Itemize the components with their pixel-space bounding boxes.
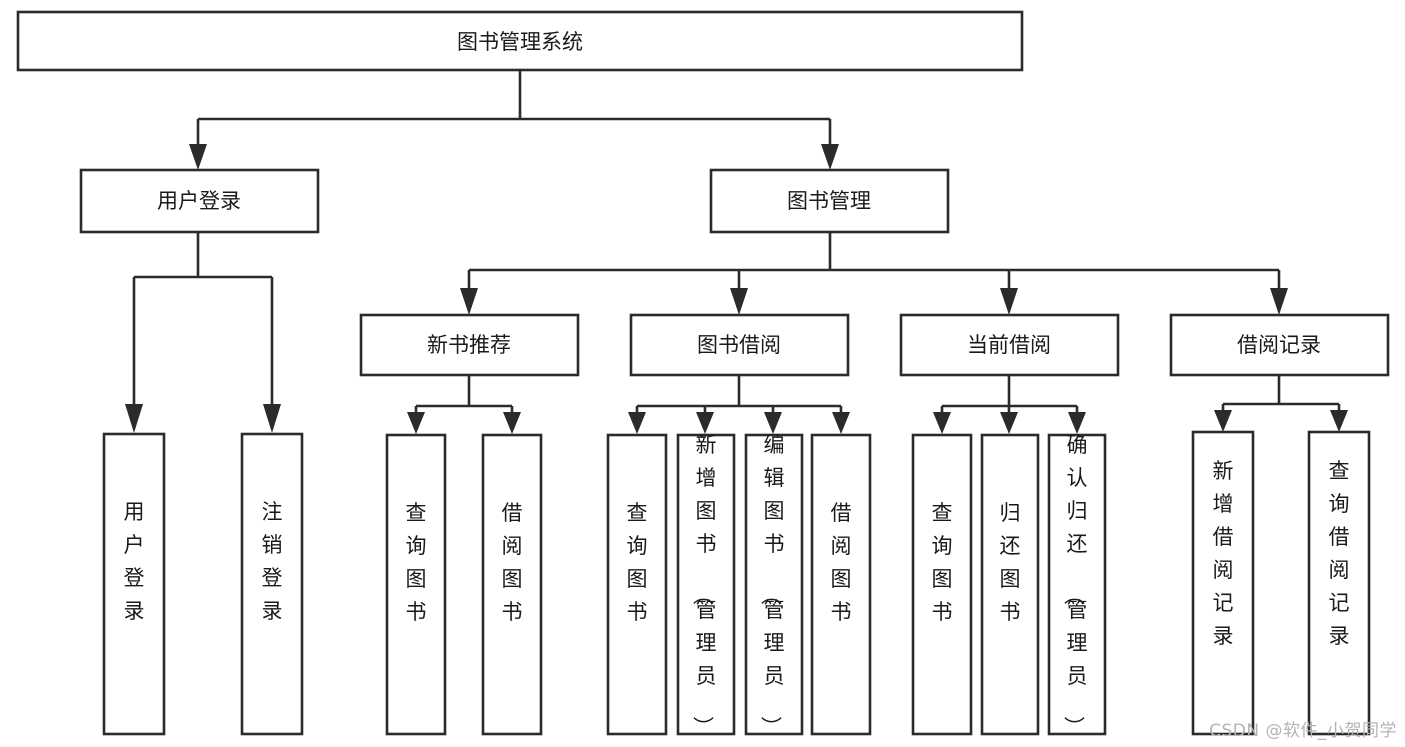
node-book-manage[interactable]: 图书管理	[709, 168, 950, 234]
connector-layer	[125, 70, 1348, 434]
arrow-head-leaf-borrow-book-2	[832, 412, 850, 434]
node-leaf-user-logout-label: 注销登录	[262, 500, 283, 623]
node-leaf-user-logout[interactable]: 注销登录	[240, 432, 304, 736]
node-user-login-rect[interactable]	[79, 168, 320, 234]
node-leaf-user-login-label: 用户登录	[124, 500, 145, 623]
node-leaf-query-record[interactable]: 查询借阅记录	[1307, 430, 1371, 736]
node-leaf-query-book-3-label: 查询图书	[932, 501, 953, 624]
node-leaf-query-book-2[interactable]: 查询图书	[606, 433, 668, 736]
node-root[interactable]: 图书管理系统	[16, 10, 1024, 72]
node-book-borrow[interactable]: 图书借阅	[629, 313, 850, 377]
arrow-head-leaf-query-book-1	[407, 412, 425, 434]
node-current-borrow-rect[interactable]	[899, 313, 1120, 377]
node-leaf-confirm-return[interactable]: 确认归还（管理员）	[1047, 433, 1107, 737]
node-leaf-user-login[interactable]: 用户登录	[102, 432, 166, 736]
node-leaf-query-book-3-rect[interactable]	[911, 433, 973, 736]
node-current-borrow-label: 当前借阅	[967, 333, 1051, 357]
node-leaf-query-book-1-rect[interactable]	[385, 433, 447, 736]
node-leaf-user-login-rect[interactable]	[102, 432, 166, 736]
node-user-login[interactable]: 用户登录	[79, 168, 320, 234]
node-leaf-user-logout-rect[interactable]	[240, 432, 304, 736]
node-leaf-borrow-book-2[interactable]: 借阅图书	[810, 433, 872, 736]
node-leaf-query-book-2-rect[interactable]	[606, 433, 668, 736]
node-leaf-edit-book[interactable]: 编辑图书（管理员）	[744, 433, 804, 737]
arrow-head-current-borrow	[1000, 288, 1018, 315]
node-leaf-query-book-3[interactable]: 查询图书	[911, 433, 973, 736]
node-leaf-add-book-rect[interactable]	[676, 433, 736, 736]
arrow-head-new-book-recommend	[460, 288, 478, 315]
arrow-head-book-borrow	[730, 288, 748, 315]
node-leaf-add-record[interactable]: 新增借阅记录	[1191, 430, 1255, 736]
node-leaf-return-book-label: 归还图书	[1000, 501, 1021, 624]
arrow-head-leaf-query-book-2	[628, 412, 646, 434]
node-book-manage-label: 图书管理	[787, 189, 871, 213]
node-root-rect[interactable]	[16, 10, 1024, 72]
arrow-head-leaf-user-login	[125, 404, 143, 433]
node-leaf-add-record-rect[interactable]	[1191, 430, 1255, 736]
node-leaf-confirm-return-rect[interactable]	[1047, 433, 1107, 736]
node-leaf-query-book-2-label: 查询图书	[627, 501, 648, 624]
arrow-head-leaf-add-book	[696, 412, 714, 434]
leaf-nodes-layer: 用户登录 注销登录 查询图书 借阅图书 查询图书 新	[102, 430, 1371, 737]
node-leaf-return-book-rect[interactable]	[980, 433, 1040, 736]
arrow-head-leaf-query-record	[1330, 410, 1348, 432]
arrow-head-user-login	[189, 144, 207, 170]
arrow-head-leaf-add-record	[1214, 410, 1232, 432]
node-leaf-borrow-book-1[interactable]: 借阅图书	[481, 433, 543, 736]
node-leaf-add-record-label: 新增借阅记录	[1213, 459, 1234, 648]
node-leaf-borrow-book-1-label: 借阅图书	[502, 501, 523, 624]
arrow-head-leaf-edit-book	[764, 412, 782, 434]
arrow-head-leaf-user-logout	[263, 404, 281, 433]
node-borrow-record-rect[interactable]	[1169, 313, 1390, 377]
node-leaf-confirm-return-label: 确认归还（管理员）	[1062, 433, 1088, 737]
node-book-borrow-label: 图书借阅	[697, 333, 781, 357]
node-leaf-edit-book-label: 编辑图书（管理员）	[759, 433, 785, 737]
node-book-borrow-rect[interactable]	[629, 313, 850, 377]
arrow-head-leaf-confirm-return	[1068, 412, 1086, 434]
node-leaf-borrow-book-2-label: 借阅图书	[831, 501, 852, 624]
node-new-book-recommend[interactable]: 新书推荐	[359, 313, 580, 377]
node-leaf-add-book[interactable]: 新增图书（管理员）	[676, 433, 736, 737]
arrow-head-leaf-query-book-3	[933, 412, 951, 434]
node-leaf-query-book-1[interactable]: 查询图书	[385, 433, 447, 736]
arrow-head-borrow-record	[1270, 288, 1288, 315]
node-leaf-add-book-label: 新增图书（管理员）	[691, 433, 717, 737]
arrow-head-book-manage	[821, 144, 839, 170]
node-book-manage-rect[interactable]	[709, 168, 950, 234]
node-leaf-query-book-1-label: 查询图书	[406, 501, 427, 624]
node-user-login-label: 用户登录	[157, 189, 241, 213]
node-current-borrow[interactable]: 当前借阅	[899, 313, 1120, 377]
node-new-book-recommend-label: 新书推荐	[427, 333, 511, 357]
node-leaf-query-record-rect[interactable]	[1307, 430, 1371, 736]
node-borrow-record[interactable]: 借阅记录	[1169, 313, 1390, 377]
node-new-book-recommend-rect[interactable]	[359, 313, 580, 377]
node-borrow-record-label: 借阅记录	[1237, 333, 1321, 357]
arrow-head-leaf-return-book	[1000, 412, 1018, 434]
node-leaf-query-record-label: 查询借阅记录	[1329, 459, 1350, 648]
node-root-label: 图书管理系统	[457, 30, 583, 54]
node-leaf-edit-book-rect[interactable]	[744, 433, 804, 736]
node-leaf-borrow-book-1-rect[interactable]	[481, 433, 543, 736]
node-leaf-return-book[interactable]: 归还图书	[980, 433, 1040, 736]
arrow-head-leaf-borrow-book-1	[503, 412, 521, 434]
csdn-watermark: CSDN @软件_小贺同学	[1209, 721, 1397, 741]
node-leaf-borrow-book-2-rect[interactable]	[810, 433, 872, 736]
